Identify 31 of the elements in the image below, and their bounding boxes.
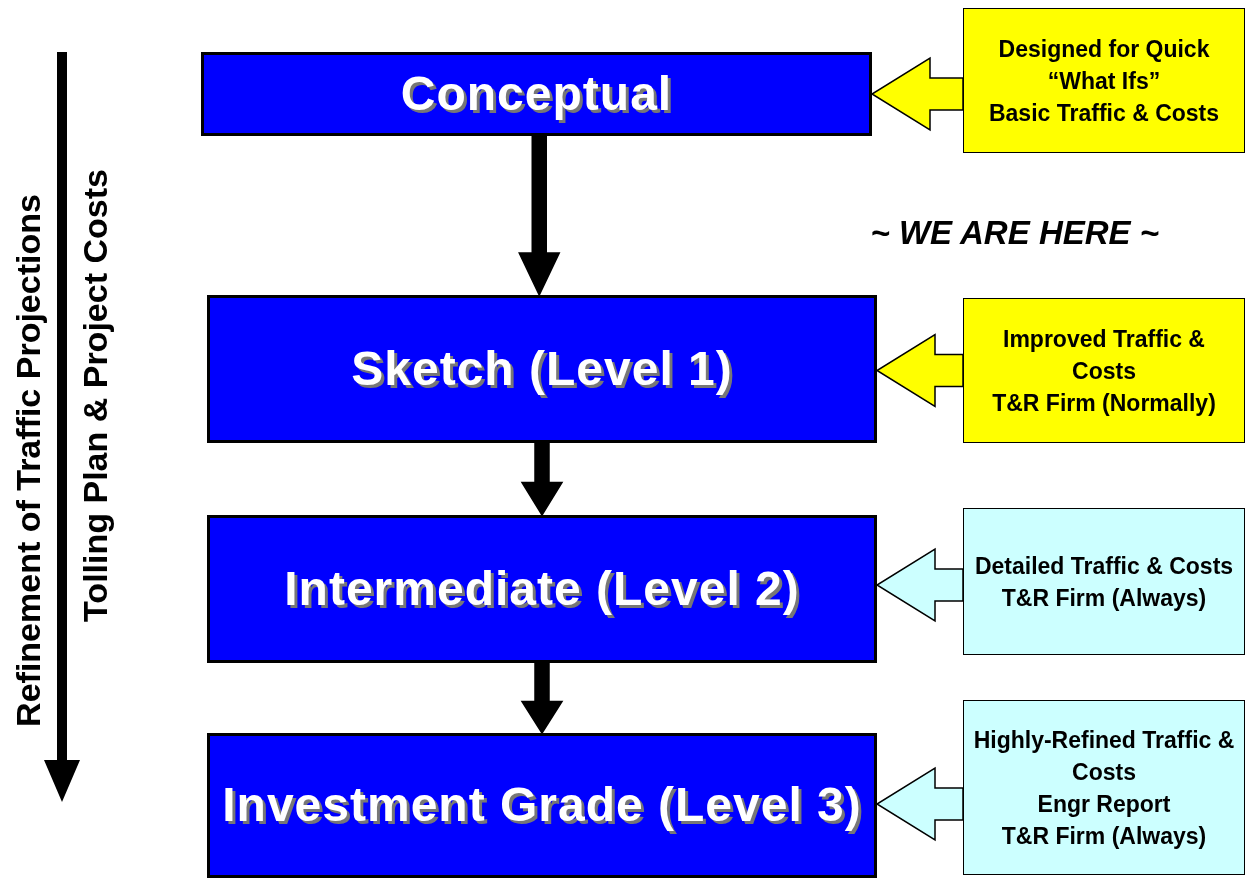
stage-title: Sketch (Level 1) [350,340,734,397]
callout-text: Engr Report [1037,789,1171,819]
block-arrow [518,135,561,297]
callout-text: Designed for Quick “What Ifs” [997,34,1211,96]
block-arrow [875,766,964,842]
callout-text: Highly-Refined Traffic & Costs [972,725,1236,787]
block-arrow [870,56,964,132]
process-box [201,52,872,136]
callout-text: Basic Traffic & Costs [988,98,1220,128]
callout-text: Improved Traffic & Costs [1002,324,1206,386]
process-box [207,733,877,878]
block-arrow [875,333,964,408]
stage-title: Intermediate (Level 2) [283,560,801,617]
block-arrow [520,442,564,517]
callout-text: T&R Firm (Always) [1001,583,1207,613]
stage-title: Investment Grade (Level 3) [221,777,863,834]
status-note: ~ WE ARE HERE ~ [870,214,1159,252]
callout-box [963,508,1245,655]
process-box [207,515,877,663]
callout-text: T&R Firm (Normally) [992,388,1216,418]
callout-box [963,298,1245,443]
block-arrow [520,662,564,735]
axis-label: Tolling Plan & Project Costs [75,168,115,622]
stage-title: Conceptual [399,65,674,122]
callout-box [963,8,1245,153]
callout-text: T&R Firm (Always) [1001,821,1207,851]
process-box [207,295,877,443]
block-arrow [875,547,964,623]
callout-text: Detailed Traffic & Costs [974,551,1234,581]
callout-box [963,700,1245,875]
axis-label: Refinement of Traffic Projections [8,193,48,727]
